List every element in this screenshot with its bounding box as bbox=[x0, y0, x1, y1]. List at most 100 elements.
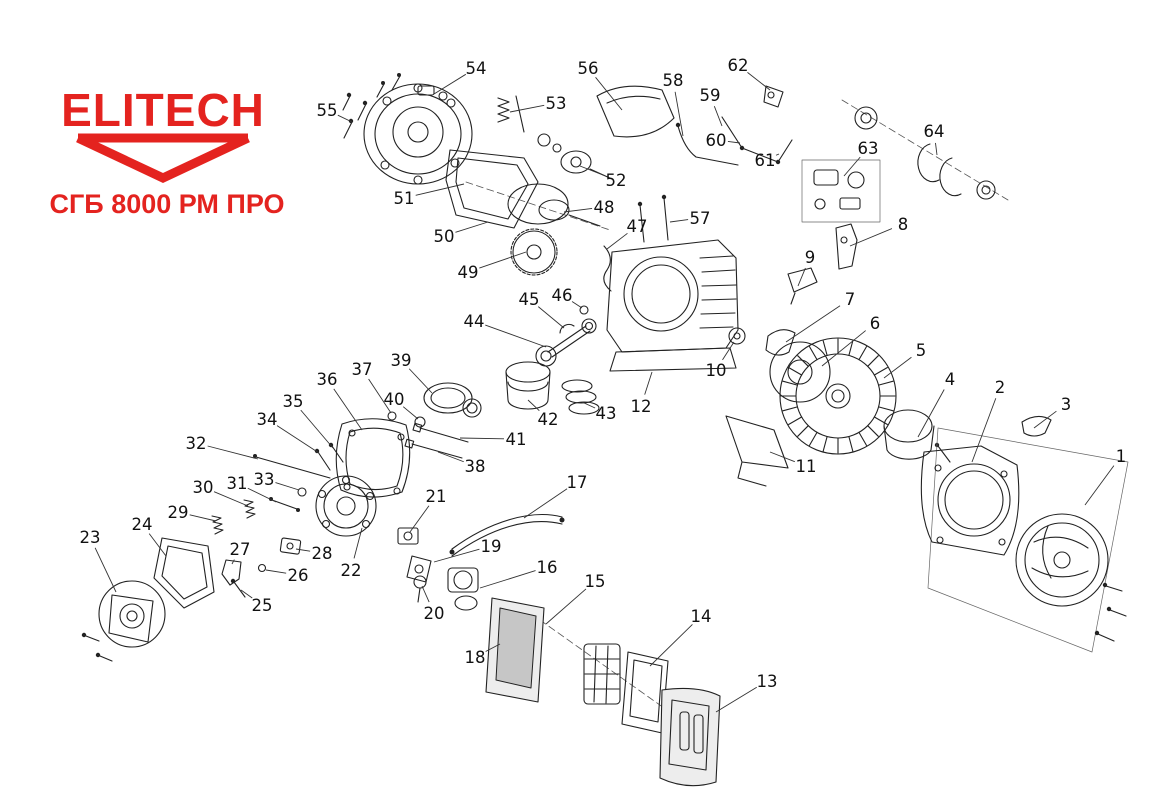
flywheel-fin bbox=[858, 431, 868, 446]
part-number-27: 27 bbox=[230, 540, 251, 559]
part-number-17: 17 bbox=[567, 473, 588, 492]
part-number-25: 25 bbox=[252, 596, 273, 615]
leader-line-19 bbox=[433, 548, 480, 563]
leader-line-8 bbox=[849, 228, 893, 247]
part-number-53: 53 bbox=[546, 94, 567, 113]
leader-line-25 bbox=[240, 589, 253, 599]
leader-line-27 bbox=[231, 559, 235, 565]
leader-line-35 bbox=[300, 409, 334, 449]
pulley-rings-art bbox=[841, 99, 1009, 201]
ignition-parts-art bbox=[765, 223, 858, 356]
part-number-36: 36 bbox=[317, 370, 338, 389]
part-number-5: 5 bbox=[916, 341, 927, 360]
leader-line-63 bbox=[843, 156, 861, 177]
part-number-14: 14 bbox=[691, 607, 712, 626]
part-number-6: 6 bbox=[870, 314, 881, 333]
air-filter-art bbox=[485, 597, 721, 787]
part-number-52: 52 bbox=[606, 171, 627, 190]
leader-line-31 bbox=[247, 487, 277, 503]
part-number-16: 16 bbox=[537, 558, 558, 577]
flywheel-fin bbox=[822, 340, 828, 356]
flywheel-fin bbox=[867, 425, 879, 437]
part-number-41: 41 bbox=[506, 430, 527, 449]
part-number-22: 22 bbox=[341, 561, 362, 580]
leader-line-41 bbox=[459, 437, 505, 440]
leader-line-36 bbox=[333, 388, 363, 431]
leader-line-54 bbox=[433, 73, 467, 95]
leader-line-5 bbox=[883, 356, 912, 379]
part-number-24: 24 bbox=[132, 515, 153, 534]
fuel-carburetor-art bbox=[397, 514, 565, 611]
part-number-55: 55 bbox=[317, 101, 338, 120]
small-hardware-art bbox=[211, 454, 331, 598]
leader-line-48 bbox=[563, 208, 593, 213]
leader-line-50 bbox=[455, 221, 489, 233]
leader-line-18 bbox=[485, 643, 501, 652]
leader-line-64 bbox=[935, 142, 938, 156]
leader-line-47 bbox=[606, 232, 628, 250]
leader-line-1 bbox=[1084, 465, 1115, 506]
part-number-28: 28 bbox=[312, 544, 333, 563]
leader-line-2 bbox=[971, 398, 997, 463]
cover-gasket-art bbox=[445, 149, 539, 229]
engine-block-art bbox=[606, 194, 739, 372]
leader-line-12 bbox=[644, 371, 653, 395]
fan-housing-art bbox=[920, 415, 1129, 653]
leader-line-55 bbox=[337, 114, 353, 123]
flywheel-fin bbox=[878, 380, 894, 386]
part-number-46: 46 bbox=[552, 286, 573, 305]
part-number-26: 26 bbox=[288, 566, 309, 585]
leader-line-43 bbox=[581, 401, 596, 409]
leader-line-21 bbox=[409, 505, 430, 533]
part-number-60: 60 bbox=[706, 131, 727, 150]
flywheel-fin bbox=[848, 340, 854, 356]
part-number-62: 62 bbox=[728, 56, 749, 75]
leader-line-7 bbox=[785, 305, 841, 343]
part-number-58: 58 bbox=[663, 71, 684, 90]
flywheel-fin bbox=[867, 355, 879, 367]
part-number-50: 50 bbox=[434, 227, 455, 246]
leader-line-17 bbox=[523, 488, 568, 519]
part-number-4: 4 bbox=[945, 370, 956, 389]
part-number-63: 63 bbox=[858, 139, 879, 158]
part-number-35: 35 bbox=[283, 392, 304, 411]
flywheel-fin bbox=[797, 355, 809, 367]
part-number-23: 23 bbox=[80, 528, 101, 547]
flywheel-art bbox=[769, 337, 897, 455]
part-number-43: 43 bbox=[596, 404, 617, 423]
part-number-34: 34 bbox=[257, 410, 278, 429]
recoil-starter-art bbox=[1015, 513, 1127, 642]
leader-line-15 bbox=[545, 588, 587, 625]
flywheel-fin bbox=[788, 366, 803, 376]
part-number-1: 1 bbox=[1116, 447, 1127, 466]
part-number-20: 20 bbox=[424, 604, 445, 623]
leader-line-6 bbox=[821, 330, 866, 367]
leader-line-62 bbox=[747, 72, 771, 91]
part-number-57: 57 bbox=[690, 209, 711, 228]
part-number-39: 39 bbox=[391, 351, 412, 370]
leader-line-10 bbox=[722, 341, 735, 361]
leader-line-40 bbox=[402, 406, 419, 420]
part-number-15: 15 bbox=[585, 572, 606, 591]
flywheel-fin bbox=[873, 366, 888, 376]
part-number-47: 47 bbox=[627, 217, 648, 236]
flywheel-fin bbox=[858, 346, 868, 361]
part-number-10: 10 bbox=[706, 361, 727, 380]
part-number-3: 3 bbox=[1061, 395, 1072, 414]
leader-line-39 bbox=[408, 368, 433, 394]
leader-line-14 bbox=[649, 624, 693, 667]
part-number-48: 48 bbox=[594, 198, 615, 217]
part-number-49: 49 bbox=[458, 263, 479, 282]
crankcase-cover-art bbox=[363, 83, 473, 185]
leader-line-34 bbox=[276, 425, 320, 454]
part-number-18: 18 bbox=[465, 648, 486, 667]
part-number-29: 29 bbox=[168, 503, 189, 522]
part-number-42: 42 bbox=[538, 410, 559, 429]
part-number-51: 51 bbox=[394, 189, 415, 208]
head-cover-art bbox=[596, 85, 675, 138]
part-number-37: 37 bbox=[352, 360, 373, 379]
leader-line-32 bbox=[207, 445, 259, 460]
leader-line-58 bbox=[674, 91, 684, 137]
part-number-9: 9 bbox=[805, 248, 816, 267]
